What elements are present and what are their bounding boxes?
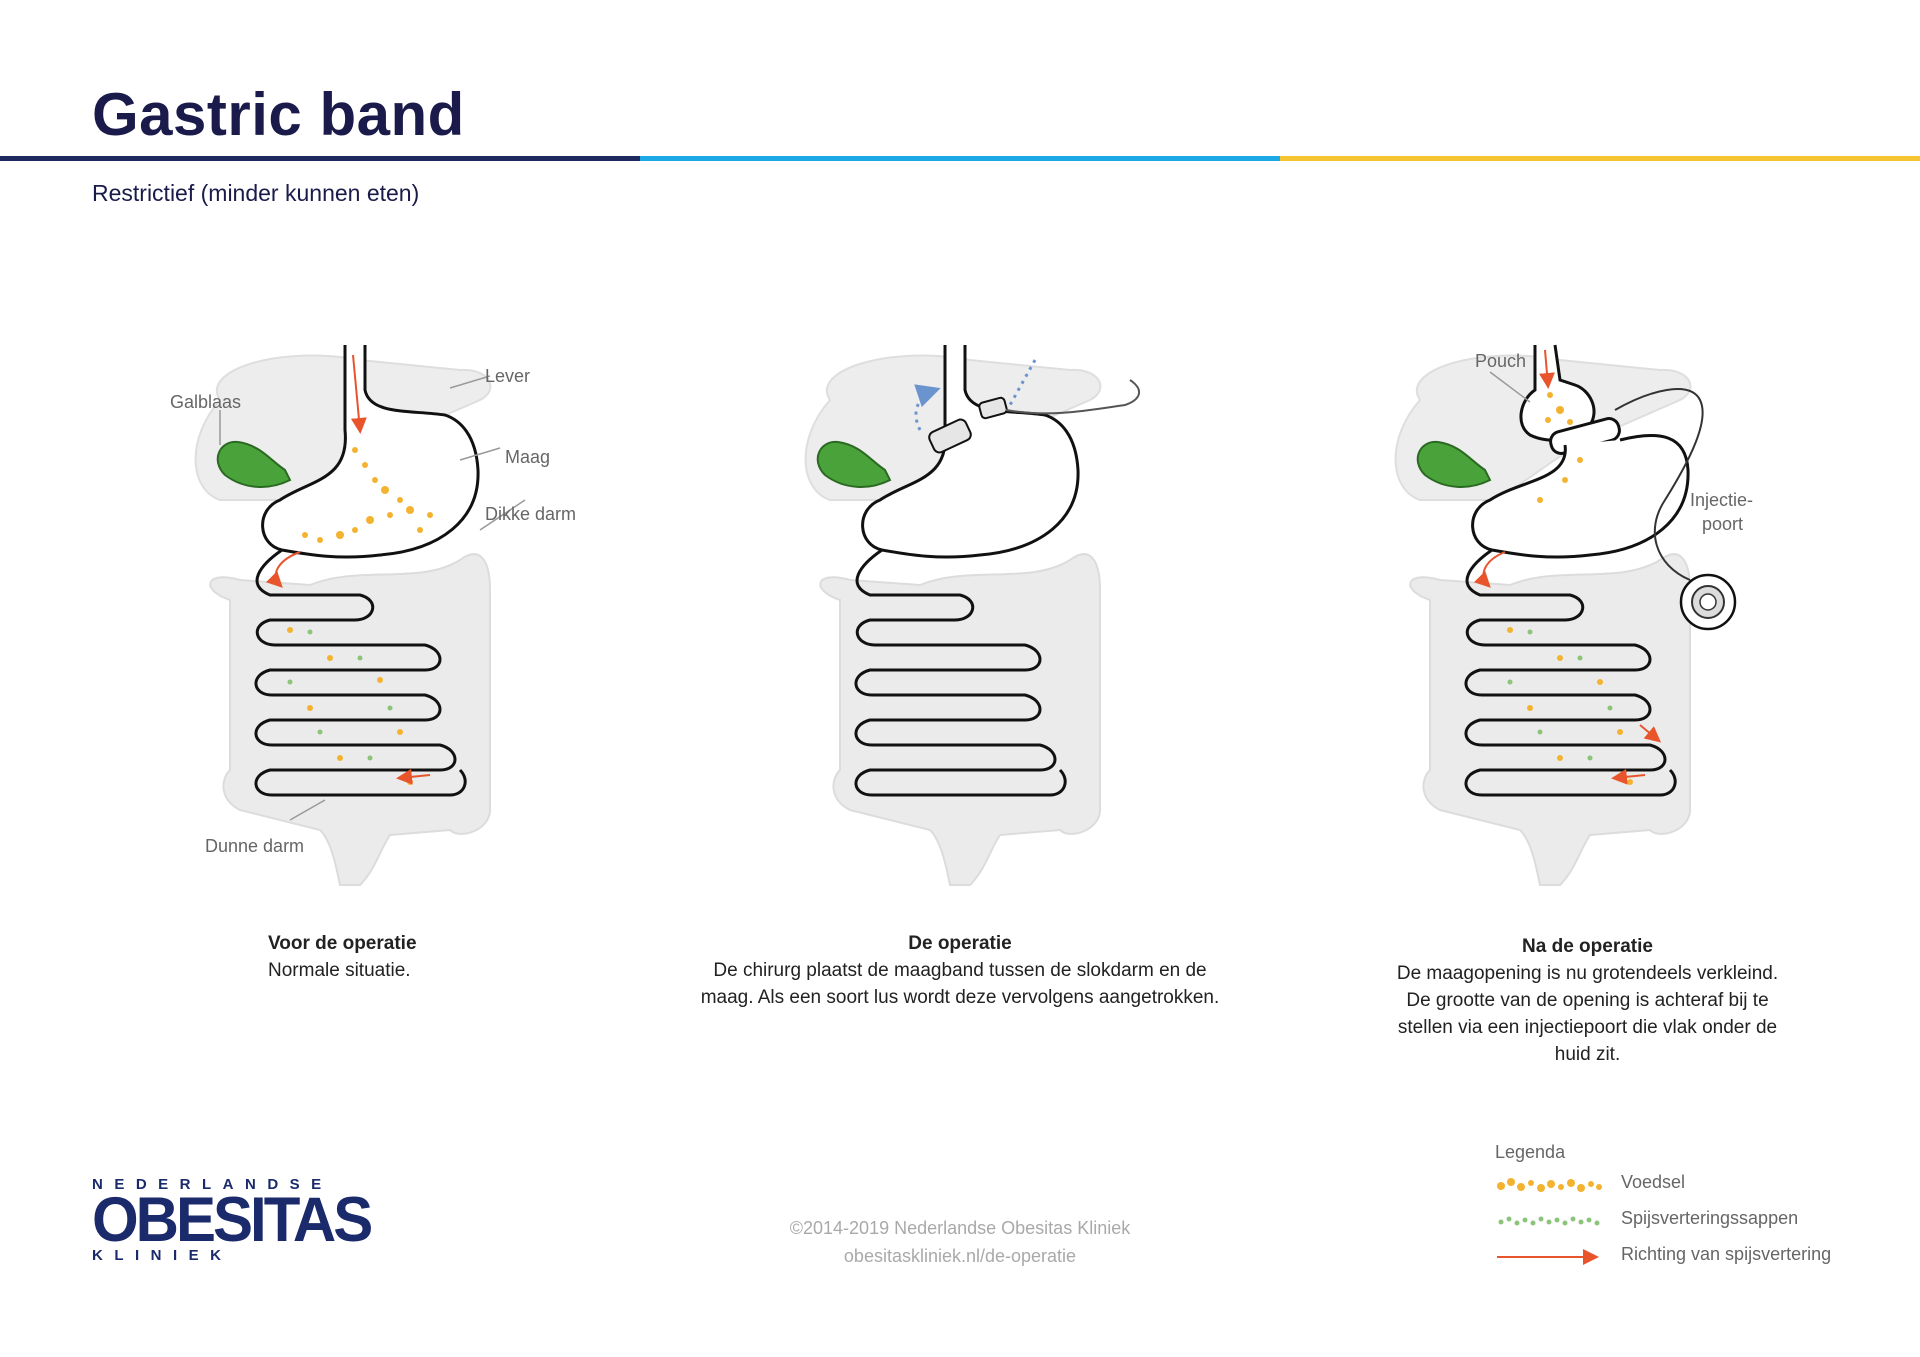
digestion-arrow <box>1611 768 1646 785</box>
logo-line1: NEDERLANDSE <box>92 1176 333 1193</box>
caption-title: Voor de operatie <box>268 933 417 954</box>
small-intestine-shape <box>854 548 1067 797</box>
caption-text: De maagopening is nu grotendeels verklei… <box>1396 963 1779 1065</box>
caption-after-operation: Na de operatie De maagopening is nu grot… <box>1395 933 1780 1068</box>
band-tubing <box>1614 388 1704 581</box>
food-dots-icon <box>1497 1178 1602 1192</box>
clinic-logo: NEDERLANDSE OBESITAS KLINIEK <box>92 1176 373 1264</box>
placement-arrow <box>914 384 941 431</box>
stomach-shape <box>261 345 480 559</box>
digestion-arrow <box>396 768 431 785</box>
legend-title: Legenda <box>1495 1142 1566 1162</box>
digestion-arrow <box>1639 724 1662 743</box>
digestion-arrow <box>1539 349 1555 389</box>
gallbladder-shape <box>216 440 292 488</box>
header-rule-blue <box>640 156 1280 161</box>
gallbladder-shape <box>1416 440 1492 488</box>
legend-item-food: Voedsel <box>1495 1172 1895 1198</box>
digestion-arrow <box>265 551 301 588</box>
legend-label: Spijsverteringssappen <box>1621 1208 1799 1228</box>
label-dunne-darm: Dunne darm <box>205 836 304 856</box>
caption-text: Normale situatie. <box>268 960 411 981</box>
caption-before-operation: Voor de operatie Normale situatie. <box>268 930 417 984</box>
label-lever: Lever <box>485 366 530 386</box>
caption-operation: De operatie De chirurg plaatst de maagba… <box>695 930 1225 1011</box>
stomach-shape <box>861 345 1080 559</box>
logo-line2: OBESITAS <box>92 1184 373 1255</box>
juice-dots-icon <box>1498 1216 1600 1226</box>
footer: ©2014-2019 Nederlandse Obesitas Kliniek … <box>680 1214 1240 1270</box>
small-intestine-shape <box>1464 548 1677 797</box>
legend-label: Richting van spijsvertering <box>1621 1244 1832 1264</box>
page-subtitle: Restrictief (minder kunnen eten) <box>92 180 420 206</box>
caption-text: De chirurg plaatst de maagband tussen de… <box>700 960 1220 1008</box>
diagram-operation <box>804 345 1140 886</box>
label-pouch: Pouch <box>1475 351 1526 371</box>
label-dikke-darm: Dikke darm <box>485 504 576 524</box>
label-injectiepoort-line2: poort <box>1702 514 1743 534</box>
injection-port <box>1679 573 1737 631</box>
legend-label: Voedsel <box>1621 1172 1686 1192</box>
diagram-before-operation: Lever Galblaas Maag Dikke darm Dunne dar… <box>170 345 576 886</box>
header-rule-yellow <box>1280 156 1920 161</box>
logo-line3: KLINIEK <box>92 1247 233 1264</box>
caption-title: Na de operatie <box>1522 936 1653 957</box>
footer-url: obesitaskliniek.nl/de-operatie <box>843 1246 1077 1266</box>
page-title: Gastric band <box>92 81 465 148</box>
legend-item-direction: Richting van spijsvertering <box>1495 1244 1895 1270</box>
small-intestine-shape <box>254 548 467 797</box>
gastric-band <box>928 418 972 454</box>
juice-dots <box>1507 629 1613 761</box>
digestion-arrow <box>350 354 367 434</box>
juice-dots <box>287 629 393 761</box>
red-arrow-icon <box>1497 1249 1599 1265</box>
legend-item-juices: Spijsverteringssappen <box>1495 1208 1895 1234</box>
digestion-arrow <box>1473 551 1506 588</box>
food-dots <box>1507 392 1633 785</box>
footer-copyright: ©2014-2019 Nederlandse Obesitas Kliniek <box>789 1218 1131 1238</box>
caption-title: De operatie <box>908 933 1012 954</box>
gastric-band-buckle <box>978 396 1008 420</box>
placement-arrow <box>1008 359 1037 406</box>
gallbladder-shape <box>816 440 892 488</box>
label-injectiepoort-line1: Injectie- <box>1690 490 1753 510</box>
label-maag: Maag <box>505 447 550 467</box>
header-rule-navy <box>0 156 640 161</box>
band-tubing <box>1005 379 1140 415</box>
label-galblaas: Galblaas <box>170 392 241 412</box>
diagram-after-operation: Pouch Injectie- poort <box>1394 344 1753 886</box>
